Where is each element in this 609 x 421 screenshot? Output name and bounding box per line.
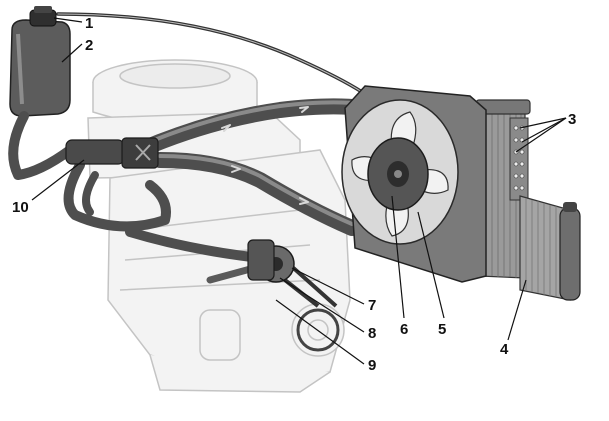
upper-radiator-hose [132,98,370,158]
leader-3a [519,117,567,129]
radiator-right-tank [559,207,581,301]
heater-hose-a [63,160,171,232]
radiator-right-tank-cap [563,202,577,212]
callout-2: 2 [85,37,93,54]
hoses [8,12,370,284]
expansion-tank-shine [16,33,24,105]
water-pump-body [247,239,275,281]
leader-6 [391,195,405,319]
flow-arrows [221,106,309,205]
air-filter-lid [119,63,231,89]
overflow-hose-highlight [57,13,363,93]
cooling-fan [351,111,449,237]
callout-5: 5 [438,321,446,338]
heater-hose-b [82,171,99,216]
radiator-lower-fins [525,198,563,298]
thermostat-body [65,139,125,165]
callout-3: 3 [568,111,576,128]
leader-4 [507,279,527,341]
expansion-tank-body [9,19,71,117]
leader-9 [275,299,365,365]
leader-7 [291,267,365,305]
leader-3b [521,117,567,143]
bypass-hose [125,227,265,263]
radiator [475,99,581,301]
leader-5 [417,211,445,319]
leader-2 [61,43,83,63]
water-pump-assembly [247,239,340,352]
callout-8: 8 [368,325,376,342]
upper-radiator-hose-highlight [138,100,364,148]
lower-radiator-hose [152,152,360,236]
leader-1 [53,17,83,23]
callout-6: 6 [400,321,408,338]
thermostat-housing [65,137,159,169]
callout-10: 10 [12,199,29,216]
leader-8 [279,277,365,333]
fan-hub-center [394,170,402,178]
oil-filter [199,309,241,361]
lower-radiator-hose-highlight [158,154,354,226]
leader-3c [515,117,567,153]
callout-9: 9 [368,357,376,374]
callout-4: 4 [500,341,509,358]
radiator-side-tank [509,117,529,201]
thermostat-outlet [121,137,159,169]
leader-10 [31,159,85,201]
callout-1: 1 [85,15,93,32]
leader-lines [31,17,567,365]
callout-labels: 1 2 3 4 5 6 7 8 9 10 [12,15,576,374]
thermostat-clamp [135,144,151,161]
expansion-tank [9,6,71,117]
expansion-tank-cap-top [34,6,52,13]
tank-outlet-hose [8,111,75,180]
drive-pulley [296,308,340,352]
oil-pan [149,354,331,393]
callout-7: 7 [368,297,376,314]
